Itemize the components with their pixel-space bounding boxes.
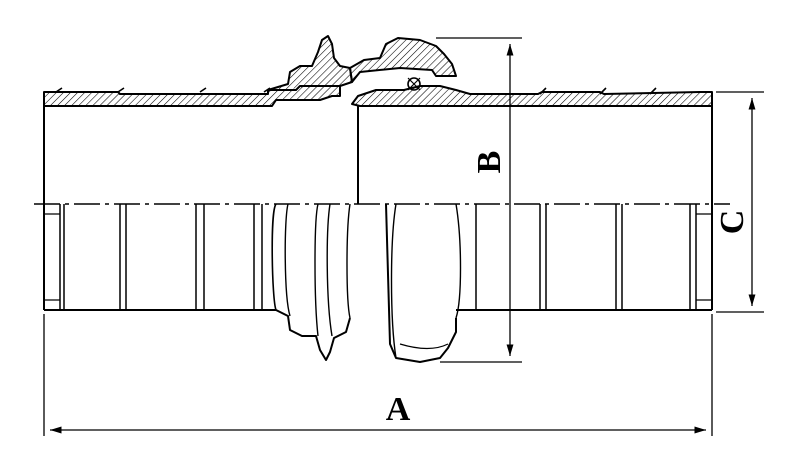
- left-flange: [267, 35, 353, 361]
- dimension-c: [716, 91, 764, 313]
- label-b: B: [471, 151, 508, 174]
- right-nut: [349, 37, 462, 363]
- right-nut-section: [349, 37, 457, 83]
- left-flange-section: [267, 35, 353, 91]
- right-ferrule: [351, 85, 713, 311]
- right-wall-section: [351, 85, 713, 107]
- label-a: A: [386, 391, 411, 428]
- label-c: C: [714, 210, 751, 235]
- left-wall-section: [43, 85, 341, 107]
- dimension-b: [436, 37, 522, 363]
- left-ferrule: [43, 85, 341, 311]
- dimension-a: [43, 314, 713, 436]
